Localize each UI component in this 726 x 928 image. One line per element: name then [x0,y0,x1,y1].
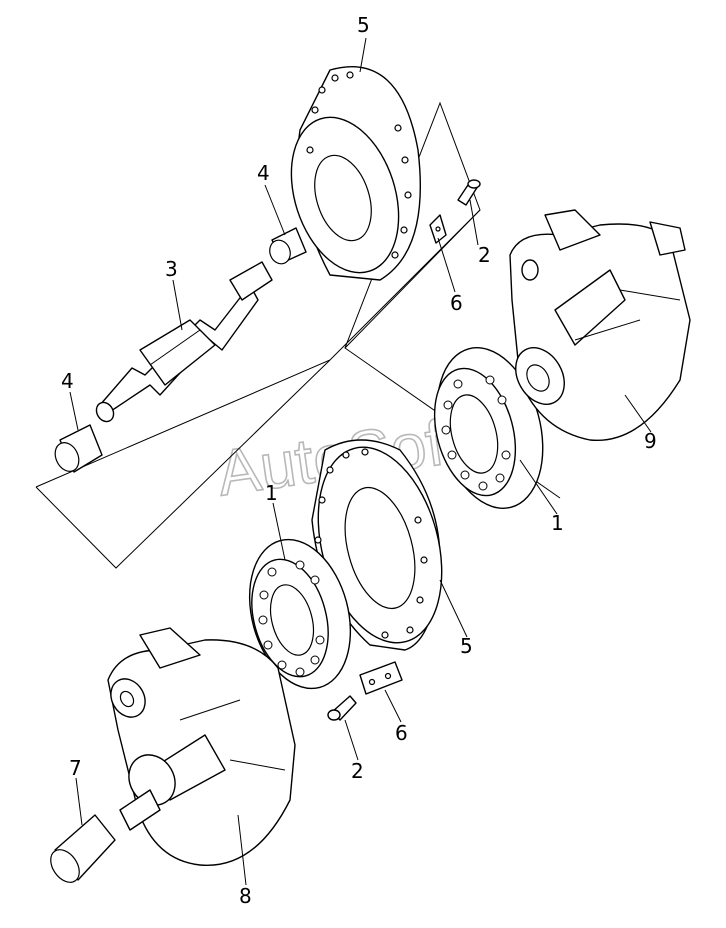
end-sleeve [50,814,116,883]
callout-4-upper: 4 [257,161,270,185]
upper-bolt [457,179,481,206]
group-frame [35,101,561,569]
callout-4-lower: 4 [61,369,74,393]
lower-lock-plate [359,661,403,695]
right-crank [509,209,691,442]
callout-3: 3 [165,257,178,281]
lower-bearing [248,538,352,690]
frame-line-lower [35,359,331,569]
lower-bolt [327,695,357,721]
lower-sleeve [54,424,103,473]
upper-flange [290,65,421,281]
callout-2-lower: 2 [351,759,364,783]
callout-6-upper: 6 [450,291,463,315]
upper-sleeve [269,227,307,265]
callout-9: 9 [644,429,657,453]
callout-2-upper: 2 [478,243,491,267]
callouts: 5 4 2 6 3 4 9 1 1 5 6 2 7 8 [61,13,657,908]
shaft [95,261,273,423]
callout-5-upper: 5 [357,13,370,37]
callout-6-lower: 6 [395,721,408,745]
callout-5-lower: 5 [460,634,473,658]
frame-line [35,101,561,499]
right-bearing [433,347,544,509]
callout-7: 7 [69,756,82,780]
frame-diagonal [344,209,481,349]
leader-lines [69,37,652,886]
callout-8: 8 [239,884,252,908]
upper-lock-plate [429,214,447,244]
lower-crank [107,627,296,867]
callout-1-left: 1 [265,481,278,505]
callout-1-right: 1 [551,511,564,535]
